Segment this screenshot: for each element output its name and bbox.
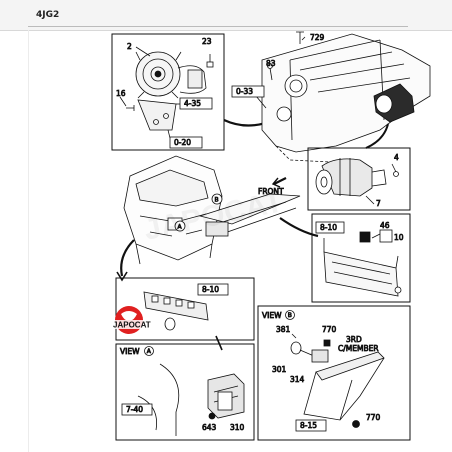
ref-box-8-10-b <box>197 283 229 296</box>
view-b-detail <box>257 305 411 441</box>
page-header: 4JG2 <box>0 0 452 31</box>
label-mark-b: B <box>215 197 219 204</box>
mark-a-circle <box>174 220 186 232</box>
label-view-b-mark: B <box>288 312 292 319</box>
starter-detail <box>307 147 411 211</box>
label-view-a-mark: A <box>147 348 152 355</box>
ref-box-7-40 <box>121 403 153 416</box>
front-arrow-head <box>271 177 281 188</box>
label-part-381: 381 <box>276 325 291 334</box>
label-part-16: 16 <box>116 89 126 98</box>
ref-box-4-35 <box>179 97 213 110</box>
front-arrow <box>273 177 287 185</box>
label-part-314: 314 <box>290 375 305 384</box>
label-part-4: 4 <box>394 153 399 162</box>
label-member-line-2: C/MEMBER <box>338 344 379 353</box>
label-part-46: 46 <box>380 221 390 230</box>
ref-box-0-20 <box>169 136 203 149</box>
logo-badge-text: JAPOCAT <box>113 321 151 330</box>
battery-arrow <box>279 217 319 238</box>
bracket-detail <box>115 277 255 341</box>
label-part-301: 301 <box>272 365 287 374</box>
label-ref-8-10-b: 8-10 <box>202 285 219 294</box>
truck-cab <box>123 155 301 265</box>
label-ref-7-40: 7-40 <box>126 405 143 414</box>
header-divider <box>28 26 408 27</box>
label-part-729: 729 <box>310 33 325 42</box>
ref-box-8-15 <box>295 419 327 432</box>
view-b-mark-circle <box>285 310 295 320</box>
ref-box-0-33 <box>231 85 265 98</box>
mark-b-circle <box>211 193 223 205</box>
label-ref-0-33: 0-33 <box>236 87 253 96</box>
view-a-arrow-head <box>116 271 128 282</box>
view-b-pointer <box>215 335 223 351</box>
label-view-b: VIEW <box>262 311 282 320</box>
japocat-logo: JAPOCAT <box>111 306 151 334</box>
label-view-a: VIEW <box>120 347 140 356</box>
view-a-mark-circle <box>144 346 154 356</box>
label-part-310: 310 <box>230 423 245 432</box>
label-part-23: 23 <box>202 37 212 46</box>
leader-729 <box>301 36 306 41</box>
view-a-arrow <box>120 239 135 277</box>
label-part-643: 643 <box>202 423 217 432</box>
label-part-7: 7 <box>376 199 381 208</box>
label-part-83: 83 <box>266 59 276 68</box>
label-ref-8-15: 8-15 <box>300 421 317 430</box>
label-part-2: 2 <box>127 42 132 51</box>
page-title: 4JG2 <box>36 10 60 20</box>
label-part-10: 10 <box>394 233 404 242</box>
label-member-line-1: 3RD <box>346 335 362 344</box>
label-part-770-b: 770 <box>366 413 381 422</box>
label-part-770-a: 770 <box>322 325 337 334</box>
engine-block <box>255 31 431 163</box>
view-a-detail <box>115 343 255 441</box>
side-divider <box>28 30 29 452</box>
label-ref-4-35: 4-35 <box>184 99 201 108</box>
label-ref-8-10-a: 8-10 <box>320 223 337 232</box>
battery-tray-detail <box>311 213 411 303</box>
label-ref-0-20: 0-20 <box>174 138 191 147</box>
ref-box-8-10-a <box>315 221 345 234</box>
starter-cover-part <box>373 83 415 123</box>
label-mark-a: A <box>178 224 183 231</box>
label-front: FRONT <box>258 187 284 196</box>
starter-arrow <box>365 123 389 149</box>
alternator-detail <box>111 33 225 151</box>
